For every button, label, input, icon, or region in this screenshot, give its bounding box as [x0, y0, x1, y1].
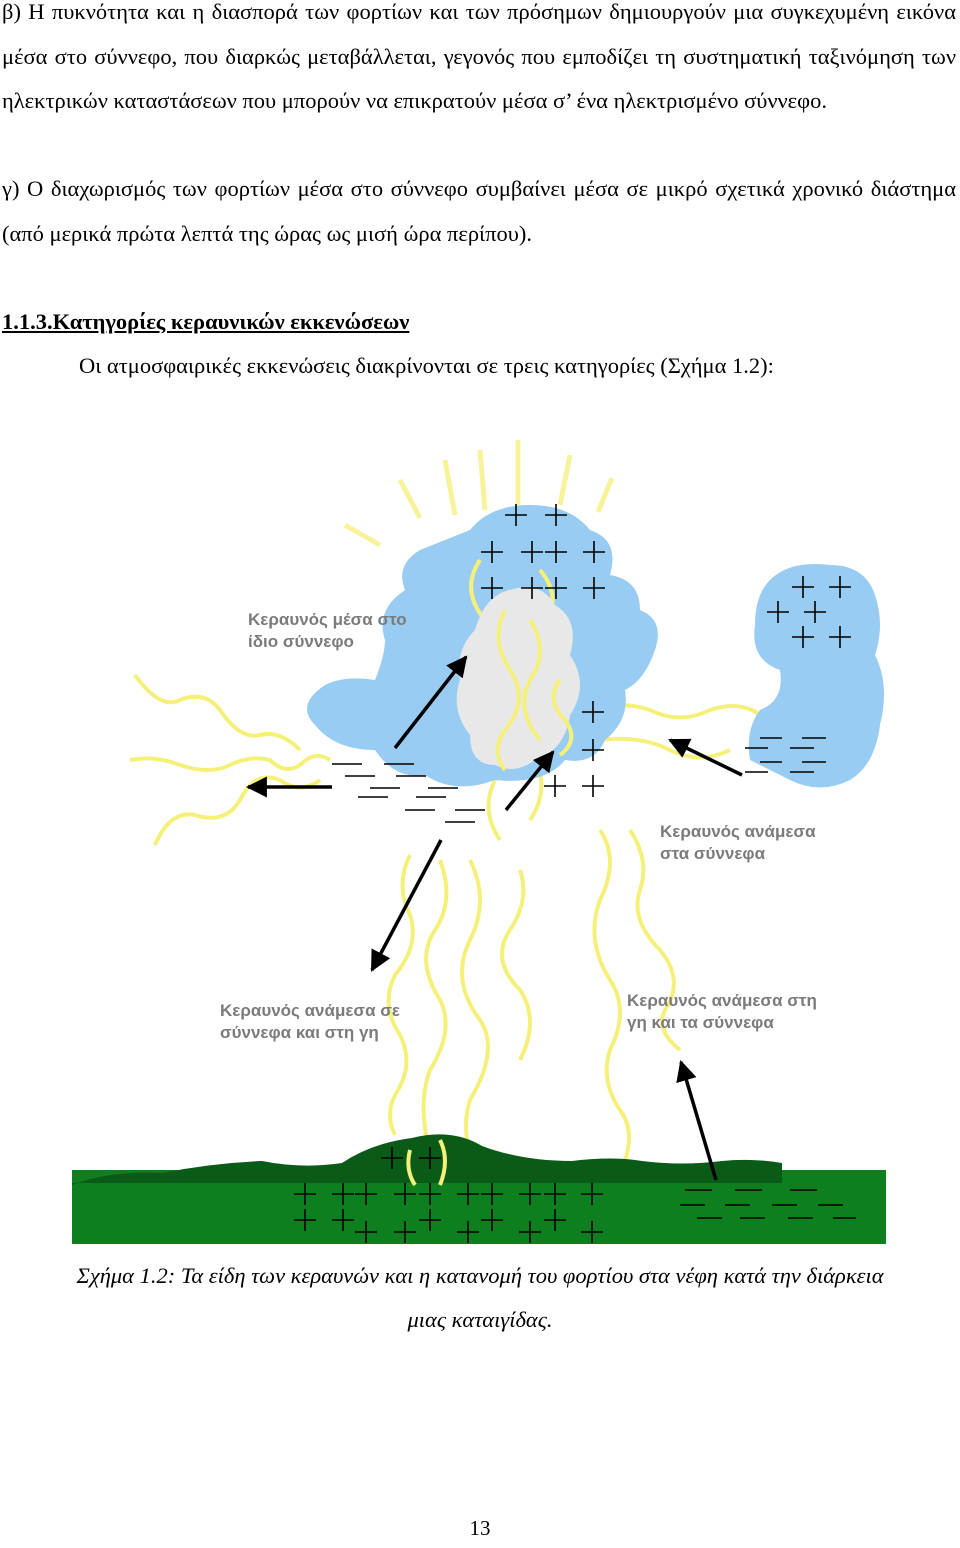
figure-caption-line1: Σχήμα 1.2: Τα είδη των κεραυνών και η κα… — [76, 1263, 884, 1288]
arrow-ground-to-cloud — [676, 1059, 718, 1181]
section-heading: 1.1.3.Κατηγορίες κεραυνικών εκκενώσεων — [2, 309, 410, 334]
arrow-cloud-to-cloud — [668, 738, 743, 777]
label-intra-cloud-line1: Κεραυνός μέσα στο — [248, 610, 407, 629]
arrow-intra-cloud — [393, 655, 468, 750]
paragraph-c: γ) Ο διαχωρισμός των φορτίων μέσα στο σύ… — [2, 176, 956, 246]
arrow-cloud-to-ground — [370, 839, 443, 972]
lightning-types-figure: Κεραυνός μέσα στο ίδιο σύννεφο Κεραυνός … — [72, 440, 886, 1244]
hills — [72, 1134, 782, 1185]
light-rays — [343, 440, 615, 548]
intro-sentence: Οι ατμοσφαιρικές εκκενώσεις διακρίνονται… — [79, 353, 774, 378]
label-intra-cloud-line2: ίδιο σύννεφο — [248, 632, 354, 651]
label-ground-to-cloud-line2: γη και τα σύννεφα — [627, 1013, 774, 1032]
label-cloud-to-ground-line2: σύννεφα και στη γη — [220, 1023, 379, 1042]
label-cloud-to-ground-line1: Κεραυνός ανάμεσα σε — [220, 1001, 400, 1020]
negative-charges — [332, 737, 826, 823]
label-ground-to-cloud-line1: Κεραυνός ανάμεσα στη — [627, 991, 817, 1010]
cloud-core — [456, 587, 580, 769]
ground-negative-charges — [680, 1189, 856, 1219]
arrows — [245, 655, 743, 1181]
page-number: 13 — [469, 1516, 491, 1540]
arrow-intra-cloud-core — [504, 750, 555, 812]
positive-charges — [481, 504, 851, 797]
right-cloud — [748, 564, 884, 788]
paragraph-b: β) Η πυκνότητα και η διασπορά των φορτίω… — [2, 0, 956, 113]
label-cloud-to-cloud-line1: Κεραυνός ανάμεσα — [660, 822, 816, 841]
figure-caption-line2: μιας καταιγίδας. — [407, 1307, 553, 1332]
label-cloud-to-cloud-line2: στα σύννεφα — [660, 844, 766, 863]
ground-positive-charges — [294, 1147, 603, 1243]
